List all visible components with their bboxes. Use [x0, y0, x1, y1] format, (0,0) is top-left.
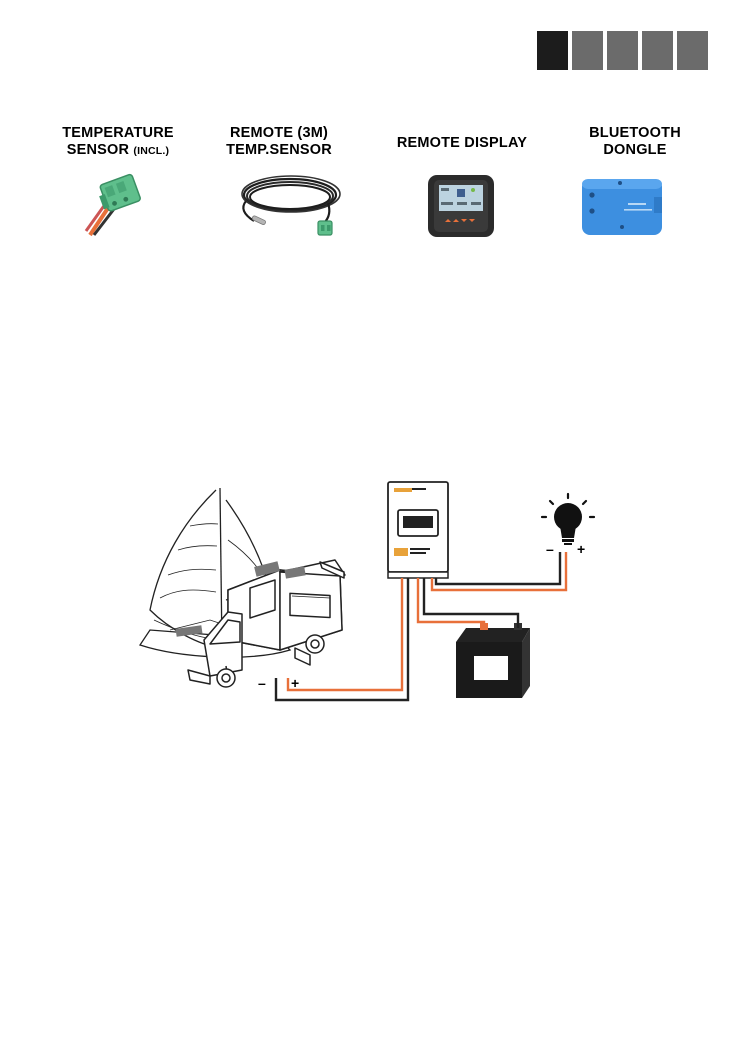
- light-bulb-illustration: [542, 494, 594, 545]
- load-negative-label: –: [546, 542, 554, 556]
- battery-illustration: [456, 623, 530, 698]
- accessory-title-line2: TEMP.SENSOR: [208, 142, 350, 159]
- vehicle-negative-label: –: [258, 676, 266, 690]
- display-unit-icon: [427, 174, 495, 238]
- accessory-title-suffix: (INCL.): [133, 145, 169, 157]
- accessory-temperature-sensor-label: TEMPERATURE SENSOR (INCL.): [48, 125, 188, 160]
- cable-coil-icon: [228, 165, 348, 243]
- vehicle-positive-label: +: [291, 676, 299, 690]
- bluetooth-dongle-icon: [580, 175, 666, 239]
- accessory-remote-display-label: REMOTE DISPLAY: [388, 135, 536, 152]
- accessory-title-line1: REMOTE DISPLAY: [388, 135, 536, 152]
- accessory-bluetooth-dongle-label: BLUETOOTH DONGLE: [560, 125, 710, 159]
- page-tab-1[interactable]: [537, 31, 568, 70]
- accessory-title-line1: REMOTE (3M): [208, 125, 350, 142]
- page-tab-3[interactable]: [607, 31, 638, 70]
- page-tab-4[interactable]: [642, 31, 673, 70]
- camper-van-illustration: [188, 560, 345, 687]
- page-tab-2[interactable]: [572, 31, 603, 70]
- load-positive-label: +: [577, 542, 585, 556]
- charge-controller-illustration: [388, 482, 448, 578]
- accessory-title-line1: TEMPERATURE: [48, 125, 188, 142]
- accessory-remote-temp-sensor-label: REMOTE (3M) TEMP.SENSOR: [208, 125, 350, 159]
- accessory-title-line2: SENSOR: [67, 142, 129, 158]
- accessory-title-line1: BLUETOOTH: [560, 125, 710, 142]
- wiring-diagram: [130, 480, 600, 710]
- temperature-sensor-plug-icon: [80, 165, 150, 237]
- page-tab-5[interactable]: [677, 31, 708, 70]
- accessory-title-line2: DONGLE: [560, 142, 710, 159]
- page-tabs: [537, 31, 708, 70]
